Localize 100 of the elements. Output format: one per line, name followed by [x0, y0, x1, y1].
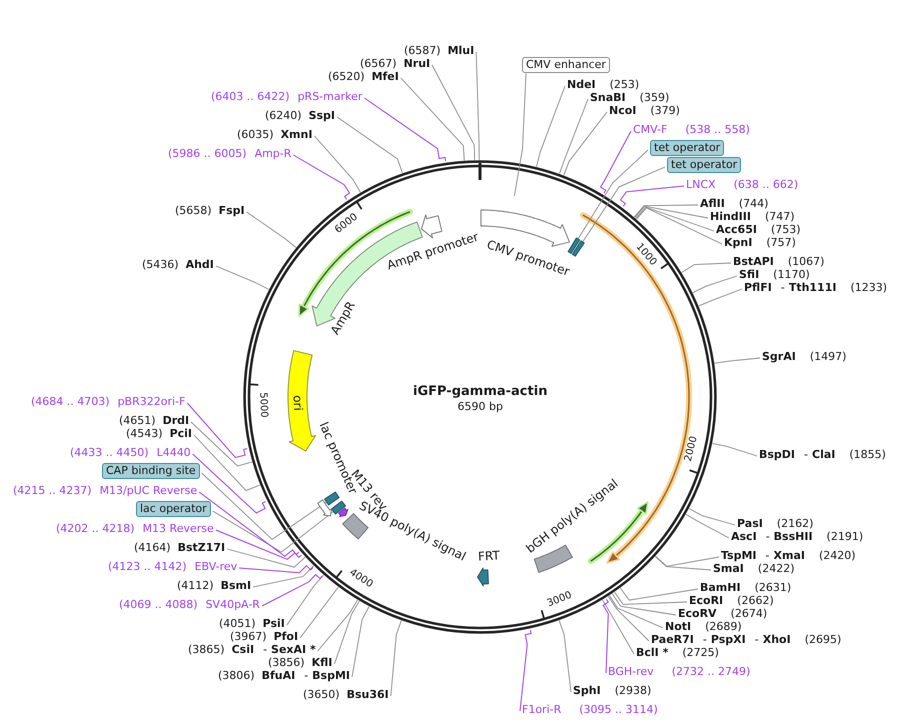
- leader-line: [655, 556, 720, 567]
- leader-line: [212, 510, 334, 553]
- restriction-site-label: PflFI - Tth111I (1233): [744, 280, 888, 294]
- restriction-site-label: NotI (2689): [665, 620, 742, 632]
- restriction-site-label: HindIII (747): [710, 210, 795, 222]
- restriction-site-label: (6567) NruI: [360, 56, 430, 70]
- restriction-site-label: SmaI (2422): [713, 562, 794, 574]
- feature-name: ori: [290, 395, 306, 412]
- feature-name: FRT: [478, 548, 500, 564]
- restriction-site-label: SgrAI (1497): [762, 350, 846, 362]
- tick-label: 2000: [682, 436, 701, 464]
- leader-line: [602, 598, 609, 674]
- restriction-site-label: (4543) PciI: [126, 426, 192, 440]
- leader-line: [286, 574, 324, 626]
- leader-line: [698, 288, 742, 306]
- leader-line: [520, 630, 532, 712]
- primer-label: BGH-rev (2732 .. 2749): [608, 664, 750, 678]
- leader-line: [692, 276, 738, 294]
- tick-label: 3000: [546, 590, 574, 610]
- restriction-site-label: (6587) MluI: [404, 44, 474, 56]
- restriction-site-label: SnaBI (359): [590, 90, 670, 104]
- leader-line: [194, 434, 260, 492]
- restriction-site-label: TspMI - XmaI (2420): [721, 548, 856, 562]
- restriction-site-label: (5658) FspI: [175, 204, 245, 216]
- feature-label: tet operator: [667, 157, 742, 173]
- restriction-site-label: (3856) KflI: [268, 656, 332, 668]
- leader-line: [608, 595, 664, 628]
- leader-line: [476, 52, 480, 160]
- leader-line: [714, 358, 760, 364]
- plasmid-size: 6590 bp: [458, 400, 503, 412]
- tick-label: 4000: [346, 567, 375, 592]
- leader-line: [602, 599, 634, 654]
- primer-label: (6403 .. 6422) pRS-marker: [211, 90, 362, 102]
- leader-line: [608, 596, 650, 642]
- leader-line: [336, 116, 403, 174]
- leader-line: [317, 599, 358, 652]
- primer-label: (4684 .. 4703) pBR322ori-F: [31, 394, 186, 408]
- primer-label: (4123 .. 4142) EBV-rev: [108, 560, 238, 572]
- restriction-site-label: (6035) XmnI: [237, 128, 312, 140]
- leader-line: [246, 212, 297, 248]
- restriction-site-label: AscI - BssHII (2191): [731, 530, 864, 542]
- leader-line: [558, 620, 572, 692]
- restriction-site-label: (3967) PfoI: [230, 630, 298, 642]
- restriction-site-label: (3650) Bsu36I: [303, 688, 389, 700]
- primer-label: (5986 .. 6005) Amp-R: [168, 146, 292, 160]
- restriction-site-label: (4051) PsiI: [219, 616, 285, 630]
- restriction-site-label: BamHI (2631): [700, 580, 792, 594]
- leader-line: [432, 64, 476, 161]
- restriction-site-label: EcoRV (2674): [678, 606, 768, 620]
- leader-line: [600, 130, 632, 194]
- leader-line: [352, 606, 370, 678]
- leader-line: [186, 402, 248, 458]
- leader-line: [635, 206, 714, 232]
- restriction-site-label: (4112) BsmI: [177, 578, 252, 592]
- restriction-site-label: PaeR7I - PspXI - XhoI (2695): [651, 632, 842, 646]
- primer-label: LNCX (638 .. 662): [686, 178, 798, 190]
- primer-label: CMV-F (538 .. 558): [633, 122, 750, 136]
- leader-line: [612, 593, 676, 616]
- feature-label: tet operator: [650, 140, 724, 156]
- leader-line: [634, 204, 698, 218]
- tick-label: 5000: [256, 392, 269, 418]
- leader-line: [688, 508, 736, 526]
- primer-label: (4069 .. 4088) SV40pA-R: [119, 598, 260, 610]
- leader-line: [614, 592, 688, 605]
- restriction-site-label: (4164) BstZ17I: [134, 540, 226, 554]
- restriction-site-label: (6520) MfeI: [328, 70, 399, 82]
- leader-line: [252, 565, 314, 588]
- leader-line: [685, 514, 730, 538]
- leader-line: [390, 620, 402, 696]
- plasmid-name: iGFP-gamma-actin: [413, 384, 548, 398]
- leader-line: [364, 98, 446, 162]
- leader-line: [536, 86, 566, 168]
- leader-line: [578, 150, 648, 239]
- restriction-site-label: BclI * (2725): [636, 646, 719, 658]
- primer-label: F1ori-R (3095 .. 3114): [522, 702, 658, 716]
- restriction-site-label: SfiI (1170): [739, 268, 810, 280]
- leader-line: [192, 454, 266, 514]
- feature-label: CMV enhancer: [522, 57, 610, 73]
- leader-line: [201, 472, 327, 540]
- restriction-site-label: EcoRI (2662): [689, 594, 774, 606]
- primer-label: (4433 .. 4450) L4440: [70, 446, 191, 458]
- restriction-site-label: (4651) DrdI: [119, 414, 190, 426]
- leader-line: [190, 422, 253, 466]
- leader-line: [198, 492, 300, 557]
- primer-label: (4202 .. 4218) M13 Reverse: [56, 522, 214, 534]
- restriction-site-label: Acc65I (753): [716, 222, 801, 236]
- restriction-site-label: (6240) SspI: [265, 108, 336, 122]
- leader-line: [238, 565, 314, 574]
- feature-label: CAP binding site: [102, 463, 200, 479]
- leader-line: [300, 586, 339, 638]
- leader-line: [654, 556, 712, 570]
- restriction-site-label: NdeI (253): [567, 78, 640, 90]
- restriction-site-label: SphI (2938): [573, 684, 652, 696]
- leader-line: [514, 73, 526, 196]
- restriction-site-label: (3865) CsiI - SexAI *: [188, 642, 316, 656]
- leader-line: [226, 548, 306, 568]
- restriction-site-label: KpnI (757): [724, 236, 796, 248]
- restriction-site-label: BstAPI (1067): [733, 254, 824, 268]
- leader-line: [563, 112, 608, 176]
- primer-label: (4215 .. 4237) M13/pUC Reverse: [13, 484, 198, 496]
